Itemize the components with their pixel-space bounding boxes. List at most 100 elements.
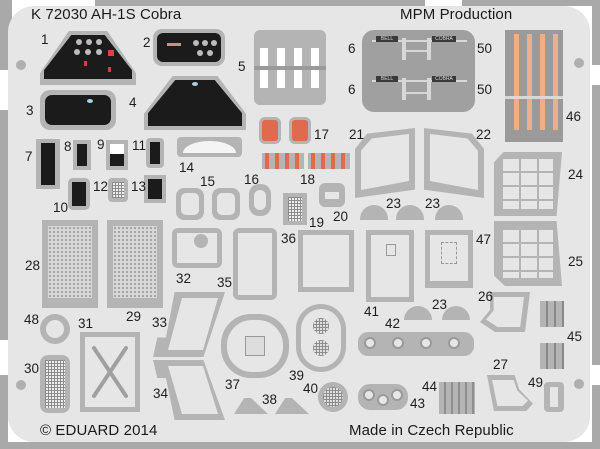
part-label: 8 bbox=[64, 139, 72, 154]
part-37-oval-hatch bbox=[221, 314, 289, 378]
part-12-keypad bbox=[108, 178, 128, 202]
part-label: 22 bbox=[476, 127, 492, 142]
part-label: 19 bbox=[309, 215, 325, 230]
part-label: 45 bbox=[567, 329, 583, 344]
part-35-riveted-panel bbox=[233, 228, 277, 300]
part-label: 25 bbox=[568, 254, 584, 269]
part-16-ring-frame bbox=[249, 184, 271, 216]
part-40-round-grille bbox=[318, 382, 348, 412]
part-8-switch-panel bbox=[73, 140, 91, 170]
part-47-riveted-panel bbox=[425, 230, 473, 288]
part-label: 33 bbox=[152, 315, 168, 330]
frame-bottom bbox=[0, 442, 600, 449]
part-17-red-pad bbox=[259, 117, 281, 144]
part-label: 17 bbox=[314, 127, 330, 142]
part-label: 34 bbox=[153, 386, 169, 401]
part-45-hinge bbox=[540, 301, 564, 327]
part-24-door-frame bbox=[494, 152, 562, 216]
part-label: 11 bbox=[132, 138, 147, 153]
part-label: 50 bbox=[477, 82, 493, 97]
part-label: 40 bbox=[303, 381, 319, 396]
part-label: 16 bbox=[244, 172, 260, 187]
part-22-canopy-opening bbox=[430, 134, 478, 190]
part-label: 10 bbox=[53, 200, 69, 215]
frame-left bbox=[0, 110, 8, 340]
part-23-arch bbox=[435, 205, 463, 220]
part-5-seatbelts bbox=[254, 30, 326, 105]
part-label: 12 bbox=[93, 179, 109, 194]
part-label: 14 bbox=[179, 160, 195, 175]
tooling-hole bbox=[16, 380, 26, 390]
part-label: 38 bbox=[262, 392, 278, 407]
part-23-arch bbox=[396, 205, 424, 220]
part-label: 49 bbox=[528, 375, 544, 390]
part-label: 26 bbox=[478, 289, 494, 304]
part-23-arch bbox=[360, 205, 388, 220]
part-label: 5 bbox=[238, 59, 246, 74]
part-label: 28 bbox=[25, 258, 41, 273]
part-label: 6 bbox=[348, 82, 356, 97]
part-29-mesh-panel bbox=[107, 220, 163, 308]
placard-bell: BELL bbox=[376, 36, 398, 42]
part-18-light-strip bbox=[308, 153, 350, 169]
part-28-mesh-panel bbox=[42, 220, 98, 308]
part-45-hinge bbox=[540, 343, 564, 369]
part-label: 44 bbox=[422, 379, 438, 394]
kit-title: K 72030 AH-1S Cobra bbox=[31, 6, 182, 23]
part-label: 41 bbox=[364, 304, 380, 319]
part-label: 15 bbox=[200, 174, 216, 189]
frame-right-mid bbox=[592, 85, 600, 365]
tooling-hole bbox=[574, 58, 584, 68]
part-43-ring-strip-small bbox=[358, 384, 408, 410]
part-label: 46 bbox=[566, 109, 582, 124]
part-21-canopy-opening bbox=[361, 134, 409, 190]
copyright-label: © EDUARD 2014 bbox=[40, 422, 158, 439]
origin-label: Made in Czech Republic bbox=[349, 422, 514, 439]
part-41-riveted-panel bbox=[366, 230, 414, 302]
placard-cobra: COBRA bbox=[432, 36, 456, 42]
part-label: 29 bbox=[126, 309, 142, 324]
part-label: 3 bbox=[26, 103, 34, 118]
part-10-switch-panel bbox=[68, 178, 90, 210]
part-label: 32 bbox=[176, 271, 192, 286]
part-18-light-strip bbox=[262, 153, 304, 169]
part-label: 2 bbox=[143, 35, 151, 50]
part-6-50-placards: BELL COBRA BELL COBRA bbox=[362, 30, 475, 112]
part-label: 37 bbox=[225, 377, 241, 392]
part-label: 23 bbox=[425, 196, 441, 211]
part-15-hatch-frame bbox=[176, 188, 204, 220]
part-label: 1 bbox=[41, 32, 49, 47]
part-25-door-frame bbox=[494, 221, 562, 286]
part-label: 24 bbox=[568, 167, 584, 182]
part-13-display bbox=[144, 175, 166, 203]
tooling-hole bbox=[16, 60, 26, 70]
part-17-red-pad bbox=[289, 117, 311, 144]
part-label: 21 bbox=[349, 127, 365, 142]
part-49-handle bbox=[544, 382, 564, 412]
part-label: 43 bbox=[410, 396, 426, 411]
placard-bell: BELL bbox=[376, 76, 398, 82]
part-23-arch bbox=[442, 306, 470, 320]
part-label: 35 bbox=[217, 275, 233, 290]
frame-right-bottom bbox=[592, 385, 600, 449]
part-label: 9 bbox=[97, 137, 105, 152]
part-label: 31 bbox=[78, 316, 94, 331]
part-46-harness bbox=[505, 30, 563, 142]
part-42-ring-strip bbox=[358, 332, 474, 356]
part-label: 13 bbox=[131, 179, 147, 194]
part-32-gauge-panel bbox=[172, 228, 222, 268]
part-label: 7 bbox=[25, 149, 33, 164]
part-36-riveted-panel bbox=[298, 230, 354, 292]
frame-right bbox=[592, 0, 600, 65]
part-label: 50 bbox=[477, 41, 493, 56]
part-3-panel-face bbox=[45, 95, 111, 125]
part-label: 27 bbox=[493, 357, 509, 372]
part-label: 23 bbox=[386, 196, 402, 211]
x-mark-icon bbox=[92, 346, 128, 398]
part-label: 6 bbox=[348, 41, 356, 56]
part-label: 30 bbox=[24, 361, 40, 376]
part-label: 48 bbox=[24, 312, 40, 327]
part-label: 23 bbox=[432, 297, 448, 312]
part-label: 18 bbox=[300, 172, 316, 187]
